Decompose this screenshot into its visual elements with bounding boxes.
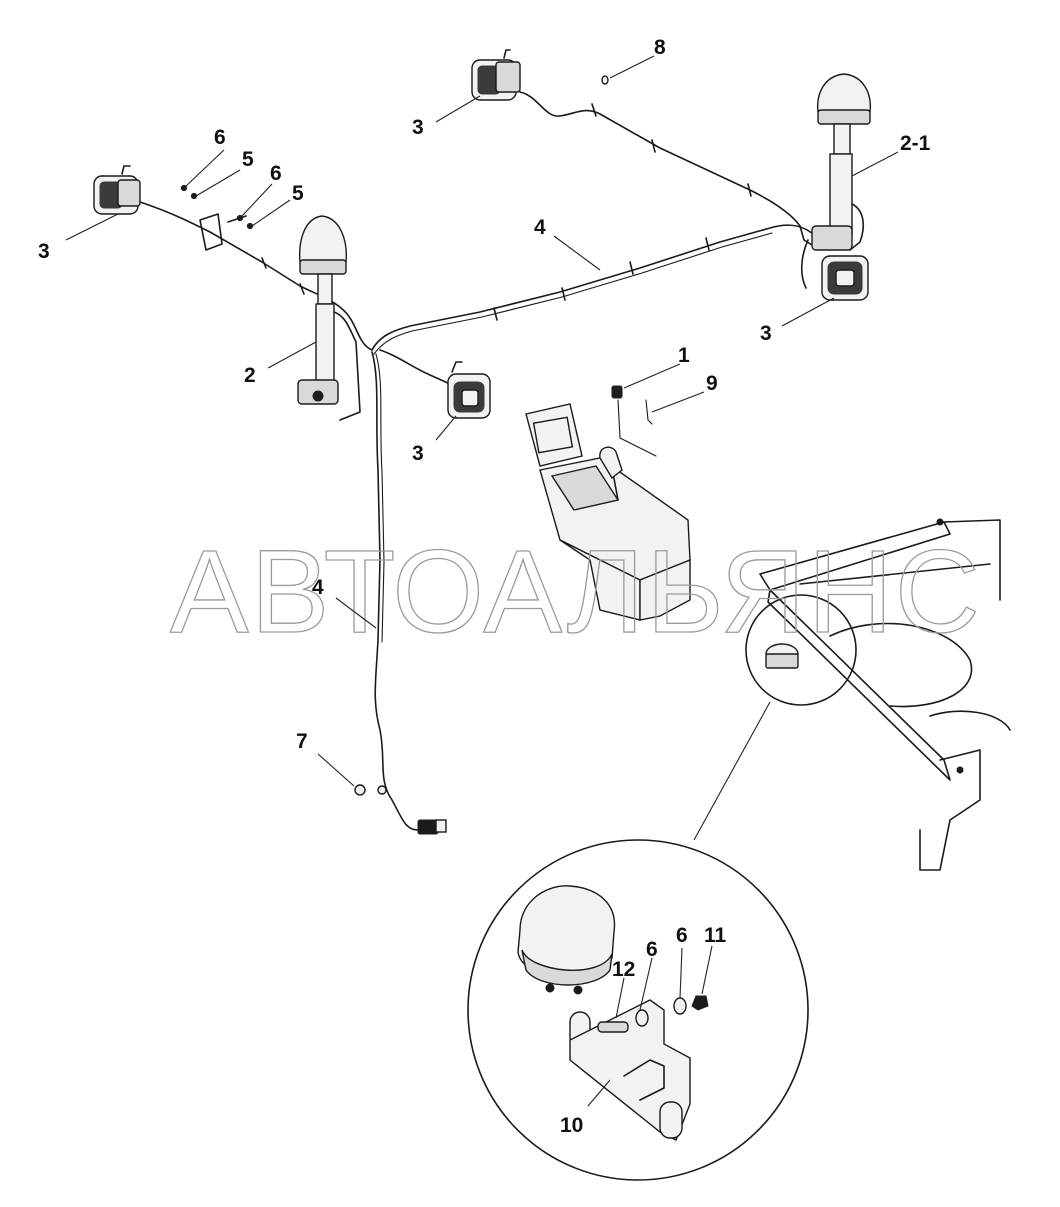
callout-11: 11 — [704, 924, 727, 947]
callout-3: 3 — [412, 116, 424, 139]
watermark: АВТОАЛЬЯНС — [170, 526, 982, 658]
small-fasteners — [180, 75, 609, 796]
leader-lines — [65, 55, 899, 1107]
mounting-bracket — [569, 995, 709, 1141]
callout-9: 9 — [706, 372, 718, 395]
callout-5: 5 — [242, 148, 254, 171]
callout-3: 3 — [760, 322, 772, 345]
callout-6: 6 — [646, 938, 658, 961]
work-lamp-icon — [471, 49, 521, 101]
callout-5: 5 — [292, 182, 304, 205]
wiring-harness — [139, 91, 816, 835]
callout-6: 6 — [676, 924, 688, 947]
callout-7: 7 — [296, 730, 308, 753]
callout-4: 4 — [534, 216, 546, 239]
callout-2: 2 — [244, 364, 256, 387]
callout-8: 8 — [654, 36, 666, 59]
control-console-icon — [525, 385, 691, 621]
beacon-lamp-icon — [517, 885, 616, 995]
callout-2-1: 2-1 — [900, 132, 931, 155]
work-lamp-icon — [447, 361, 491, 419]
detail-callout — [467, 594, 857, 1181]
callout-4: 4 — [312, 576, 324, 599]
mast-bracket — [199, 213, 247, 251]
beacon-lamp-icon — [297, 215, 361, 421]
callout-6: 6 — [214, 126, 226, 149]
beacon-lamp-icon — [800, 73, 871, 289]
callout-12: 12 — [612, 958, 635, 981]
work-lamp-icon — [93, 165, 141, 215]
callout-1: 1 — [678, 344, 690, 367]
cab-frame-icon — [759, 518, 1011, 871]
callout-6: 6 — [270, 162, 282, 185]
work-lamp-icon — [799, 225, 869, 301]
callout-3: 3 — [38, 240, 50, 263]
callout-labels: 3 3 3 3 2 2-1 4 4 6 5 6 5 8 1 9 7 12 6 6… — [38, 36, 931, 1137]
callout-3: 3 — [412, 442, 424, 465]
callout-10: 10 — [560, 1114, 583, 1137]
